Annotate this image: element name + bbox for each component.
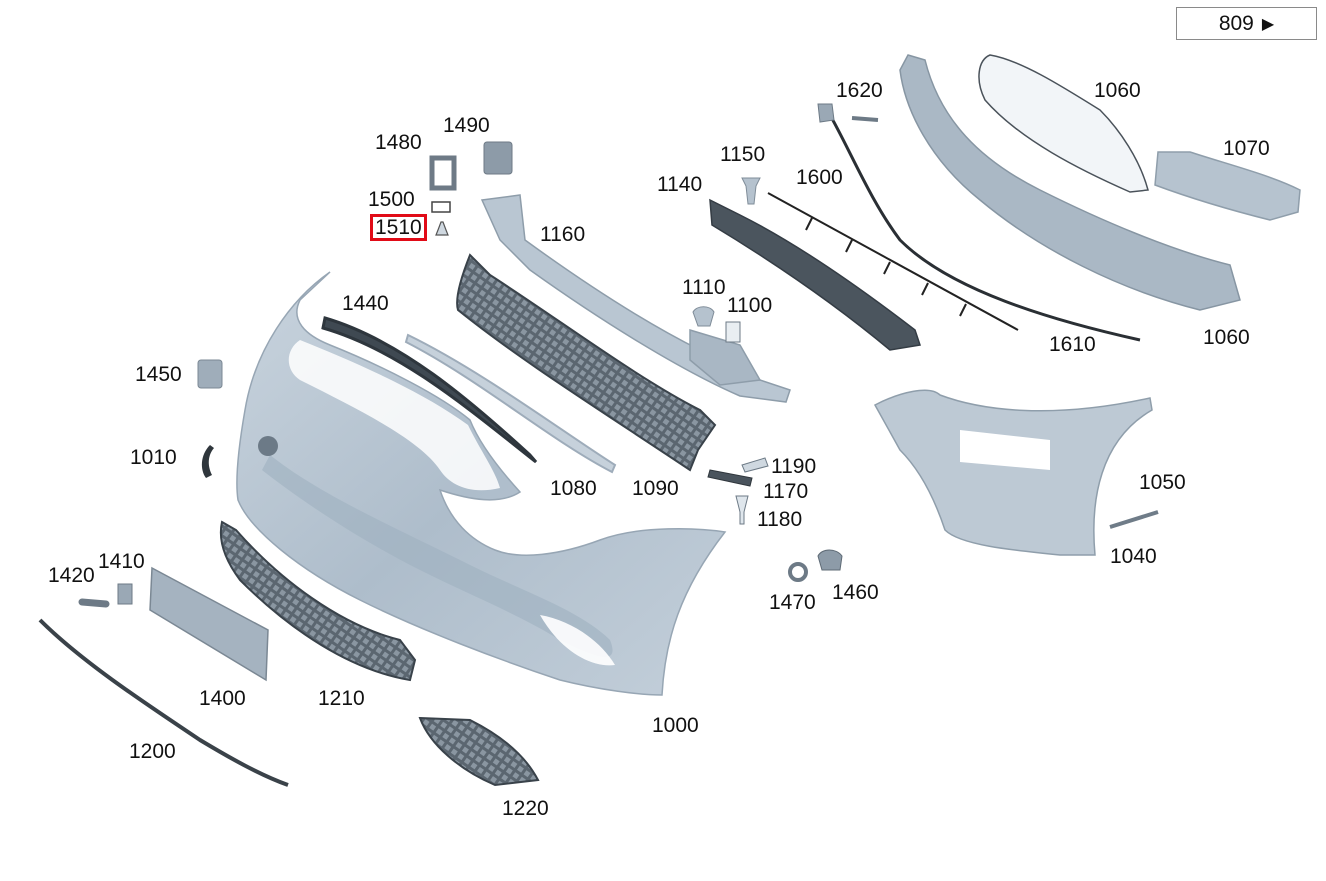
callout-1000[interactable]: 1000 [652, 714, 699, 737]
callout-1500[interactable]: 1500 [368, 188, 415, 211]
callout-1170[interactable]: 1170 [763, 480, 809, 503]
page-reference-number: 809 [1218, 11, 1254, 35]
part-1050-mounting-frame[interactable] [873, 389, 1153, 556]
part-1010-cap[interactable] [201, 445, 214, 478]
part-1040-bolt[interactable] [1109, 510, 1159, 529]
callout-1040[interactable]: 1040 [1110, 545, 1157, 568]
callout-1510[interactable]: 1510 [370, 214, 427, 241]
callout-1060-lower[interactable]: 1060 [1203, 326, 1250, 349]
part-1500-spring-nut[interactable] [431, 201, 451, 213]
part-1620-connector[interactable] [817, 103, 835, 123]
callout-1400[interactable]: 1400 [199, 687, 246, 710]
part-1400-license-plate-bracket[interactable] [149, 566, 269, 682]
callout-1050[interactable]: 1050 [1139, 471, 1186, 494]
part-1100-bracket[interactable] [725, 321, 741, 343]
callout-1160[interactable]: 1160 [540, 223, 586, 246]
callout-1200[interactable]: 1200 [129, 740, 176, 763]
part-1160-mounting-rail[interactable] [480, 194, 791, 403]
part-1210-lower-grille[interactable] [219, 520, 417, 682]
callout-1150[interactable]: 1150 [720, 143, 766, 166]
callout-1190[interactable]: 1190 [771, 455, 817, 478]
part-1080-trim-strip[interactable] [404, 333, 617, 474]
part-1090-grille[interactable] [456, 253, 717, 472]
part-1420-bolt[interactable] [78, 598, 110, 608]
part-1510-screw[interactable] [435, 221, 449, 236]
callout-1460[interactable]: 1460 [832, 581, 879, 604]
part-1000-bumper-cover[interactable] [236, 271, 727, 696]
part-1410-nut[interactable] [117, 583, 133, 605]
part-1220-fog-grille[interactable] [418, 716, 540, 787]
part-1620-screw[interactable] [851, 116, 879, 122]
callout-1490[interactable]: 1490 [443, 114, 490, 137]
callout-1600[interactable]: 1600 [796, 166, 843, 189]
callout-1210[interactable]: 1210 [318, 687, 365, 710]
part-1440-seal-strip[interactable] [321, 316, 538, 464]
part-1480-clip-frame[interactable] [429, 155, 457, 191]
callout-1140[interactable]: 1140 [657, 173, 703, 196]
part-1610-sensor-cable[interactable] [828, 114, 1141, 342]
callout-1070[interactable]: 1070 [1223, 137, 1270, 160]
callout-1410[interactable]: 1410 [98, 550, 145, 573]
callout-1480[interactable]: 1480 [375, 131, 422, 154]
callout-1420[interactable]: 1420 [48, 564, 95, 587]
right-arrow-icon: ▶ [1261, 15, 1275, 33]
part-1470-ring[interactable] [788, 562, 808, 582]
part-1060-energy-absorber[interactable] [978, 54, 1149, 193]
callout-1060[interactable]: 1060 [1094, 79, 1141, 102]
part-1450-sensor-housing[interactable] [197, 359, 223, 389]
callout-1080[interactable]: 1080 [550, 477, 597, 500]
callout-1470[interactable]: 1470 [769, 591, 816, 614]
part-1060-bumper-carrier[interactable] [899, 54, 1241, 311]
callout-1450[interactable]: 1450 [135, 363, 182, 386]
callout-1100[interactable]: 1100 [727, 294, 773, 317]
part-1070-side-absorber[interactable] [1154, 151, 1301, 221]
part-1490-block[interactable] [483, 141, 513, 175]
callout-1610[interactable]: 1610 [1049, 333, 1096, 356]
part-1150-clip[interactable] [741, 177, 761, 205]
part-1110-clip[interactable] [692, 306, 715, 327]
part-1170-strip[interactable] [707, 469, 753, 487]
callout-1440[interactable]: 1440 [342, 292, 389, 315]
callout-1110[interactable]: 1110 [682, 276, 726, 299]
page-reference-link[interactable]: 809 ▶ [1176, 7, 1317, 40]
callout-1620[interactable]: 1620 [836, 79, 883, 102]
callout-1220[interactable]: 1220 [502, 797, 549, 820]
part-1200-spoiler-lip[interactable] [38, 618, 289, 787]
part-1190-clip[interactable] [741, 457, 769, 473]
part-1180-push-pin[interactable] [735, 495, 749, 525]
part-1140-absorber-bar[interactable] [709, 198, 921, 351]
callout-1010[interactable]: 1010 [130, 446, 177, 469]
callout-1180[interactable]: 1180 [757, 508, 803, 531]
callout-1090[interactable]: 1090 [632, 477, 679, 500]
part-1600-wiring-harness[interactable] [767, 192, 1019, 331]
part-1460-parking-sensor[interactable] [817, 549, 843, 571]
